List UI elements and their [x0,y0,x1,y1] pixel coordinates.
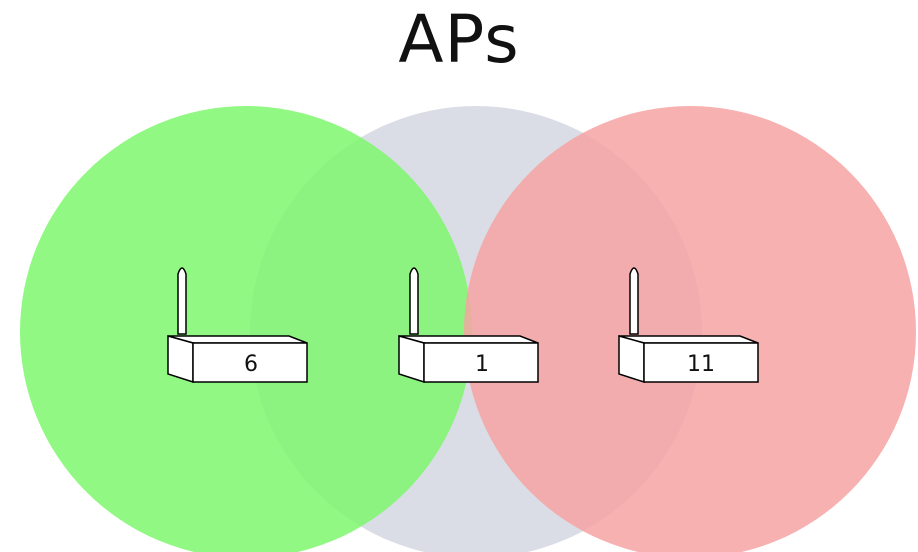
access-point-channel-11: 11 [618,267,759,384]
channel-label: 6 [244,352,258,377]
router-side-face [618,335,645,384]
router-side-face [398,335,425,384]
router-front-face [192,342,308,383]
router-side-face [167,335,194,384]
antenna-icon [629,267,639,335]
router-front-face [423,342,539,383]
coverage-area-channel-11 [464,106,916,552]
channel-label: 11 [687,352,715,377]
antenna-icon [177,267,187,335]
channel-label: 1 [475,352,489,377]
antenna-icon [409,267,419,335]
access-point-channel-6: 6 [167,267,308,384]
access-point-channel-1: 1 [398,267,539,384]
router-front-face [643,342,759,383]
coverage-area-channel-6 [20,106,472,552]
diagram-title: APs [398,1,520,78]
